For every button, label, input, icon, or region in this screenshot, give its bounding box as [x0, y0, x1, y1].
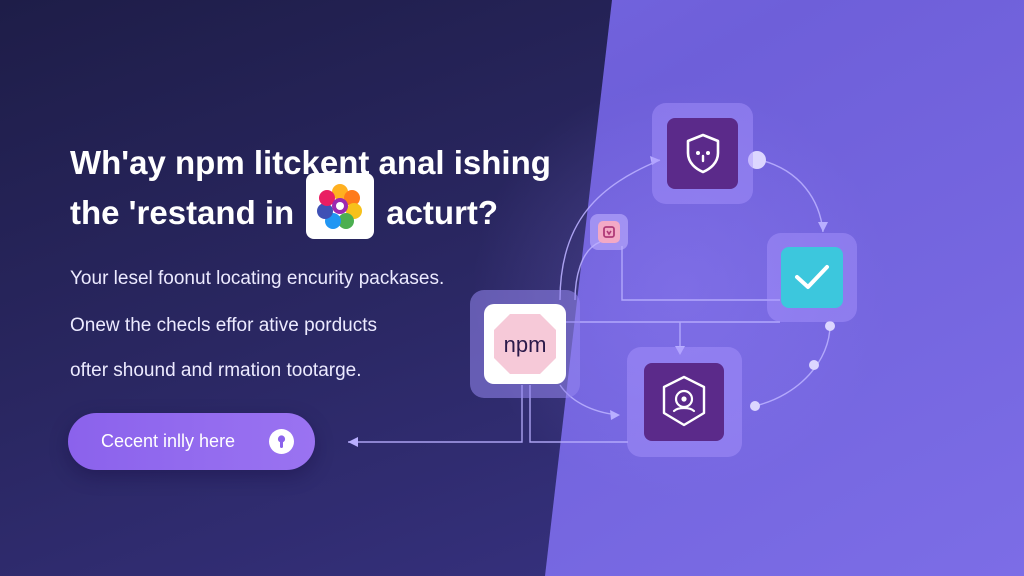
checkmark-icon	[791, 259, 833, 300]
arrowhead-scan	[610, 410, 620, 420]
headline-line-2-end: acturt?	[386, 194, 499, 231]
headline-line-2-start: the 'restand in	[70, 194, 295, 231]
shield-icon	[682, 131, 724, 180]
connector-tag-down	[574, 241, 601, 301]
security-scan-node-inner	[644, 363, 724, 441]
connector-arc-bottom-right	[754, 324, 831, 407]
cta-button-label: Cecent inlly here	[101, 431, 236, 451]
body-text-line-3: ofter shound and rmation tootarge.	[70, 360, 362, 381]
connector-dot-right-lower	[809, 360, 819, 370]
headline-line-2: the 'restand in acturt?	[70, 173, 590, 241]
connector-tag-to-check	[621, 246, 780, 301]
check-node-inner	[781, 247, 843, 308]
connector-arc-top-right	[759, 159, 824, 233]
arrowhead-scan-top	[675, 346, 685, 355]
keyhole-icon	[269, 429, 294, 454]
tag-node[interactable]	[590, 214, 628, 250]
connector-npm-to-cta	[348, 385, 523, 443]
arrowhead-cta	[348, 437, 358, 447]
shield-node-inner	[667, 118, 738, 189]
body-text-line-2: Onew the checls effor ative porducts	[70, 315, 377, 336]
npm-node[interactable]: npm	[470, 290, 580, 398]
tag-icon	[598, 221, 620, 243]
arrowhead-shield	[650, 156, 660, 165]
check-node[interactable]	[767, 233, 857, 322]
arrowhead-check	[818, 222, 828, 232]
npm-label: npm	[503, 332, 547, 357]
connector-npm-to-scan	[529, 385, 628, 443]
security-scan-node[interactable]	[627, 347, 742, 457]
npm-package-icon: npm	[490, 310, 560, 378]
security-scan-icon	[656, 373, 712, 436]
connector-arc-left	[559, 159, 661, 301]
cta-button[interactable]: Cecent inlly here	[68, 413, 315, 470]
shield-node[interactable]	[652, 103, 753, 204]
body-text-line-1: Your lesel foonut locating encurity pack…	[70, 268, 445, 289]
connector-dot-right	[825, 321, 835, 331]
page-headline: Wh'ay npm litckent anal ishing the 'rest…	[70, 138, 590, 241]
npm-node-card: npm	[484, 304, 566, 384]
connector-dot-bottom	[750, 401, 760, 411]
flower-logo-icon	[306, 173, 375, 240]
connector-dot-top	[748, 151, 766, 169]
